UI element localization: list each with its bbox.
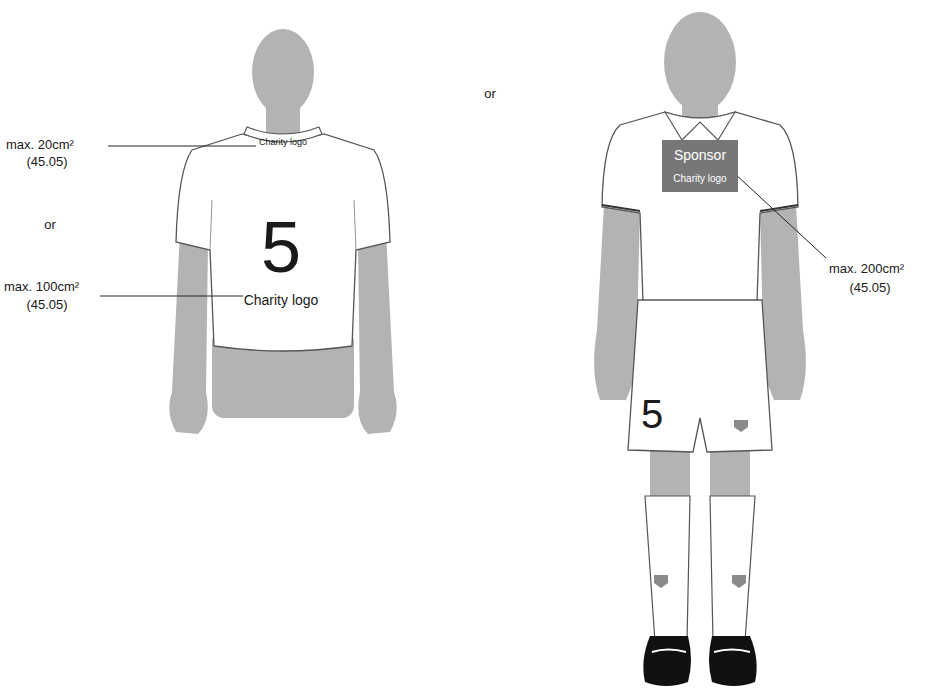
- collar: [665, 112, 735, 140]
- annotation-label: or: [484, 87, 496, 101]
- shirt-back: [176, 134, 390, 351]
- sock-badge: [654, 575, 668, 588]
- sleeve-cuff: [602, 205, 798, 211]
- boot-stripe: [652, 650, 750, 653]
- shorts-badge: [734, 420, 748, 432]
- leader-line: [108, 146, 256, 147]
- leader-line: [100, 296, 243, 297]
- annotation-label: max. 200cm²: [829, 262, 904, 276]
- front-figure: [594, 12, 806, 686]
- player-number: 5: [261, 208, 301, 287]
- annotation-label: max. 100cm²: [4, 280, 79, 294]
- right-sock: [710, 496, 755, 642]
- left-boot: [643, 636, 691, 686]
- annotation-label: (45.05): [26, 155, 67, 169]
- player-number: 5: [641, 392, 663, 436]
- annotation-label: (45.05): [26, 298, 67, 312]
- shorts: [628, 300, 772, 452]
- annotation-label: Charity logo: [244, 293, 319, 308]
- sponsor-text: Sponsor: [674, 148, 726, 163]
- annotation-label: or: [44, 218, 56, 232]
- shirt-front: [602, 112, 798, 307]
- annotation-label: Charity logo: [259, 138, 307, 148]
- logo-text: Charity logo: [673, 173, 726, 184]
- sponsor-box: SponsorCharity logo: [662, 140, 738, 192]
- left-sock: [645, 496, 690, 642]
- right-arm: [358, 232, 397, 434]
- sock-badge: [732, 575, 746, 588]
- right-boot: [709, 636, 757, 686]
- annotation-label: (45.05): [849, 281, 890, 295]
- leader-line: [733, 172, 826, 258]
- annotation-label: max. 20cm²: [6, 138, 74, 152]
- back-figure: [169, 29, 396, 434]
- left-arm: [169, 232, 208, 434]
